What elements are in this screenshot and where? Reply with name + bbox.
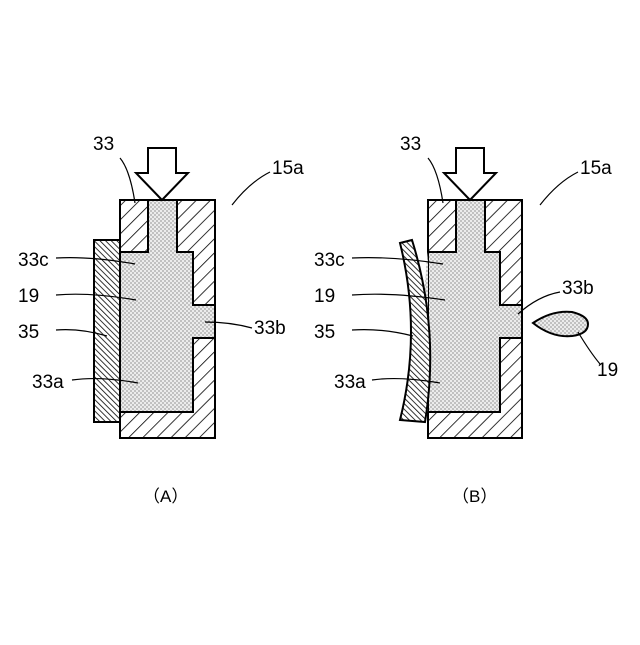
leader-15a: [232, 172, 270, 205]
caption-b: （B）: [452, 487, 497, 506]
leader-33: [120, 158, 135, 203]
panel-b: 33 15a 33c 19 35 33b 33a 19 （B）: [314, 134, 618, 506]
leader-35: [352, 330, 413, 336]
label-15a: 15a: [580, 158, 612, 179]
label-35: 35: [18, 322, 39, 343]
label-33c: 33c: [314, 250, 345, 271]
caption-a: （A）: [143, 487, 188, 506]
label-35: 35: [314, 322, 335, 343]
droplet-19: [533, 312, 588, 337]
label-33: 33: [93, 134, 114, 155]
pressure-arrow: [136, 148, 188, 200]
membrane-35: [94, 240, 120, 422]
label-33c: 33c: [18, 250, 49, 271]
label-15a: 15a: [272, 158, 304, 179]
label-33b: 33b: [562, 278, 594, 299]
pressure-arrow: [444, 148, 496, 200]
label-33a: 33a: [334, 372, 366, 393]
panel-a: 33 15a 33c 19 35 33b 33a （A）: [18, 134, 304, 506]
label-19-droplet: 19: [597, 360, 618, 381]
label-33a: 33a: [32, 372, 64, 393]
leader-33b: [518, 292, 560, 314]
label-33: 33: [400, 134, 421, 155]
label-19: 19: [314, 286, 335, 307]
leader-15a: [540, 172, 578, 205]
label-33b: 33b: [254, 318, 286, 339]
leader-33: [428, 158, 443, 203]
membrane-35: [400, 240, 430, 422]
label-19: 19: [18, 286, 39, 307]
